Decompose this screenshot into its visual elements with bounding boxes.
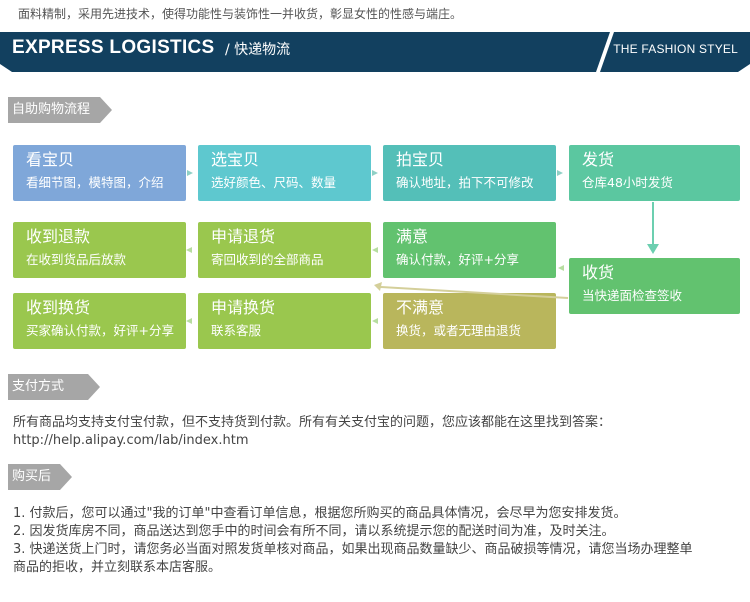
step-desc: 当快递面检查签收 — [582, 288, 683, 303]
step-title: 选宝贝 — [211, 150, 260, 169]
intro-text: 面料精制，采用先进技术，使得功能性与装饰性一并收货，彰显女性的性感与端庄。 — [18, 7, 463, 21]
arrow-right-icon — [372, 170, 378, 176]
step-desc: 选好颜色、尺码、数量 — [211, 175, 337, 190]
step-desc: 换货，或者无理由退货 — [396, 323, 522, 338]
arrow-left-icon — [372, 318, 378, 324]
banner-title-cn: / 快递物流 — [225, 42, 291, 58]
banner-background — [0, 32, 750, 72]
step-desc: 看细节图，模特图，介绍 — [26, 175, 164, 190]
arrow-left-icon — [186, 247, 192, 253]
section-tag-shopping-flow: 自助购物流程 — [8, 97, 112, 123]
step-title: 收到换货 — [26, 298, 91, 317]
express-logistics-banner: EXPRESS LOGISTICS / 快递物流 THE FASHION STY… — [0, 32, 750, 72]
arrow-right-icon — [187, 170, 193, 176]
step-apply-exchange: 申请换货 联系客服 — [198, 293, 371, 349]
arrow-left-icon — [186, 318, 192, 324]
step-title: 拍宝贝 — [396, 150, 445, 169]
step-title: 申请退货 — [211, 227, 276, 246]
step-title: 收货 — [582, 263, 615, 282]
arrow-down-icon — [647, 202, 659, 254]
step-order: 拍宝贝 确认地址，拍下不可修改 — [383, 145, 556, 201]
step-desc: 联系客服 — [211, 323, 262, 338]
step-receive: 收货 当快递面检查签收 — [569, 258, 740, 314]
step-desc: 寄回收到的全部商品 — [211, 252, 324, 267]
banner-right-text: THE FASHION STYEL — [613, 42, 738, 56]
step-ship: 发货 仓库48小时发货 — [569, 145, 740, 201]
step-title: 申请换货 — [211, 298, 276, 317]
section-tag-payment: 支付方式 — [8, 374, 100, 400]
after-purchase-text: 1. 付款后，您可以通过"我的订单"中查看订单信息，根据您所购买的商品具体情况，… — [13, 505, 693, 577]
step-apply-return: 申请退货 寄回收到的全部商品 — [198, 222, 371, 278]
step-desc: 确认付款，好评+分享 — [396, 252, 519, 267]
step-satisfied: 满意 确认付款，好评+分享 — [383, 222, 556, 278]
section-tag-after-purchase: 购买后 — [8, 464, 72, 490]
step-desc: 在收到货品后放款 — [26, 252, 127, 267]
alipay-help-link[interactable]: http://help.alipay.com/lab/index.htm — [13, 433, 249, 448]
arrow-left-icon — [558, 265, 564, 271]
step-exchange-received: 收到换货 买家确认付款，好评+分享 — [13, 293, 186, 349]
step-title: 看宝贝 — [26, 150, 75, 169]
step-desc: 仓库48小时发货 — [582, 175, 673, 190]
step-select: 选宝贝 选好颜色、尺码、数量 — [198, 145, 371, 201]
step-title: 满意 — [396, 227, 429, 246]
arrow-right-icon — [557, 170, 563, 176]
after-purchase-item: 1. 付款后，您可以通过"我的订单"中查看订单信息，根据您所购买的商品具体情况，… — [13, 506, 627, 521]
step-browse: 看宝贝 看细节图，模特图，介绍 — [13, 145, 186, 201]
after-purchase-item: 3. 快递送货上门时，请您务必当面对照发货单核对商品，如果出现商品数量缺少、商品… — [13, 542, 693, 557]
payment-text: 所有商品均支持支付宝付款，但不支持货到付款。所有有关支付宝的问题，您应该都能在这… — [13, 414, 611, 450]
payment-text-line: 所有商品均支持支付宝付款，但不支持货到付款。所有有关支付宝的问题，您应该都能在这… — [13, 415, 612, 430]
step-title: 收到退款 — [26, 227, 91, 246]
step-desc: 确认地址，拍下不可修改 — [396, 175, 534, 190]
step-unsatisfied: 不满意 换货，或者无理由退货 — [383, 293, 556, 349]
arrow-left-icon — [372, 247, 378, 253]
step-desc: 买家确认付款，好评+分享 — [26, 323, 174, 338]
after-purchase-item: 2. 因发货库房不同，商品送达到您手中的时间会有所不同，请以系统提示您的配送时间… — [13, 524, 615, 539]
step-title: 发货 — [582, 150, 615, 169]
after-purchase-item: 商品的拒收，并立刻联系本店客服。 — [13, 560, 222, 575]
arrow-head-icon — [374, 282, 382, 291]
banner-title-en: EXPRESS LOGISTICS — [12, 37, 215, 58]
step-title: 不满意 — [396, 298, 445, 317]
step-refund-received: 收到退款 在收到货品后放款 — [13, 222, 186, 278]
